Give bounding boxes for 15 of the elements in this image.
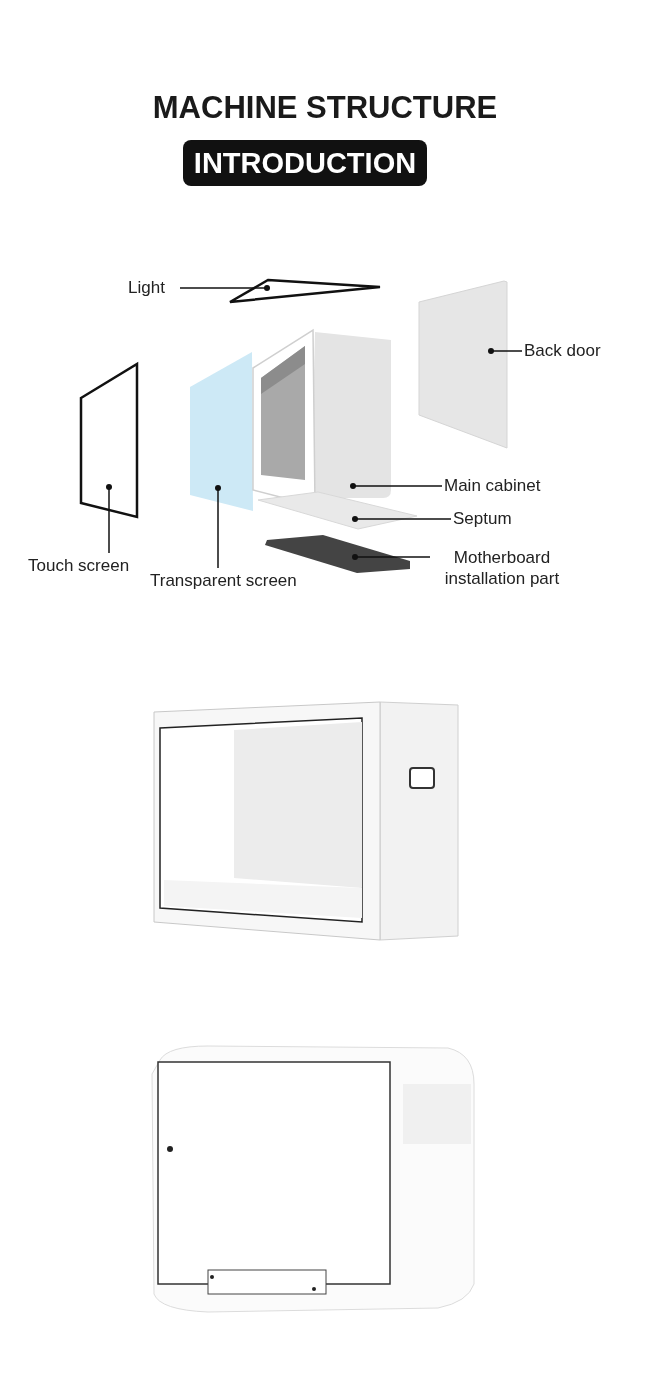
leader-line bbox=[106, 484, 112, 554]
leader-line bbox=[215, 485, 221, 569]
part-label: Light bbox=[128, 277, 178, 298]
leader-line bbox=[179, 285, 270, 291]
leader-line bbox=[488, 348, 523, 354]
leader-line bbox=[352, 554, 431, 560]
title: MACHINE STRUCTURE bbox=[151, 90, 499, 126]
heading-badge: INTRODUCTION bbox=[183, 140, 427, 186]
leader-line bbox=[352, 516, 452, 522]
part-label: Septum bbox=[453, 508, 533, 529]
part-label: Back door bbox=[524, 340, 624, 361]
leader-line bbox=[350, 483, 443, 489]
part-label: Motherboard installation part bbox=[432, 547, 572, 589]
part-label: Transparent screen bbox=[150, 570, 325, 591]
part-label: Main cabinet bbox=[444, 475, 564, 496]
